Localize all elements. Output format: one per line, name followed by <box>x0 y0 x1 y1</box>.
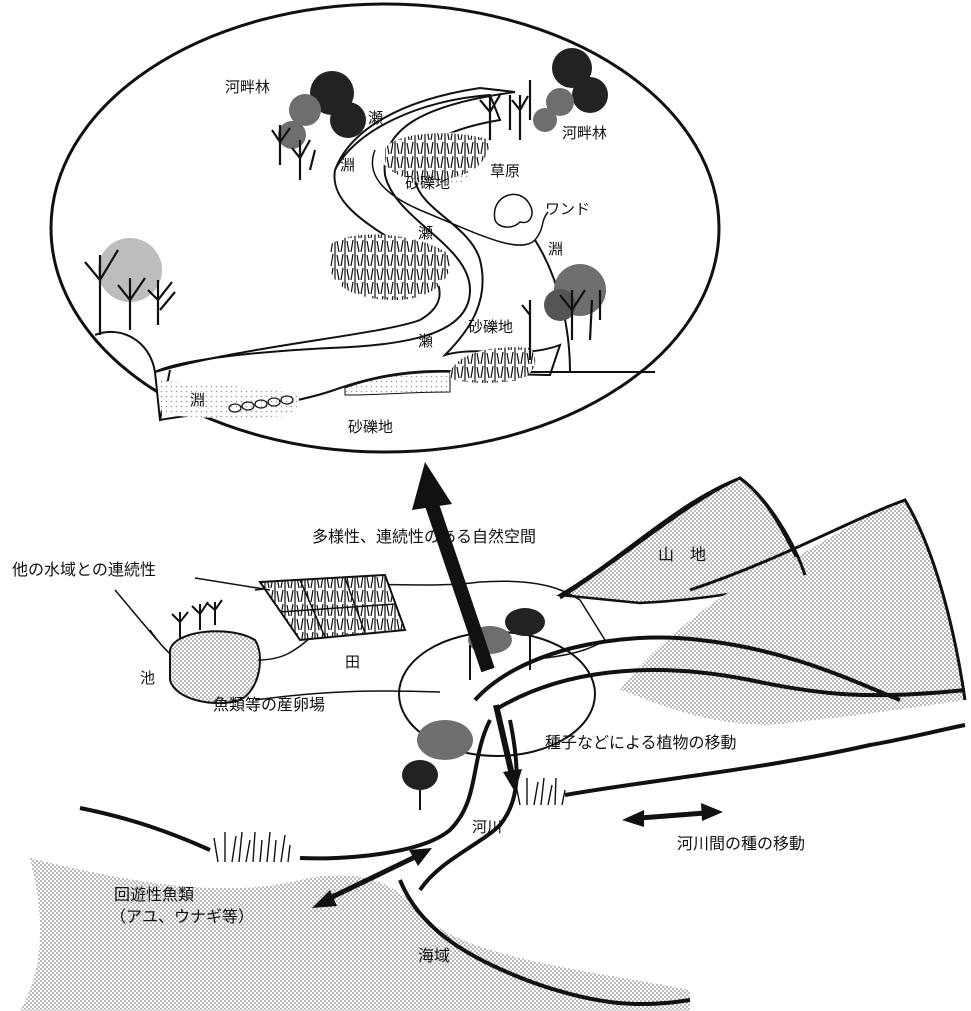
pond <box>170 631 260 703</box>
label-mountain: 山 地 <box>658 545 706 564</box>
label-paddy: 田 <box>345 653 360 671</box>
label-migratory-fish-examples: （アユ、ウナギ等） <box>110 907 254 926</box>
label-spawning-ground: 魚類等の産卵場 <box>213 695 325 714</box>
label-seed-movement: 種子などによる植物の移動 <box>545 733 737 752</box>
label-pond: 池 <box>140 669 155 687</box>
leader-pond <box>115 590 157 640</box>
label-migratory-fish: 回遊性魚類 <box>114 885 194 904</box>
seed-arrow <box>496 705 522 792</box>
label-riparian-forest-left: 河畔林 <box>225 78 270 96</box>
reeds <box>214 778 565 862</box>
sea-area <box>20 858 690 1011</box>
label-pool-left-upper: 淵 <box>340 156 355 174</box>
label-gravel-bar-upper: 砂礫地 <box>405 174 450 192</box>
leader-paddy <box>195 578 270 590</box>
label-rapids-top: 瀬 <box>368 109 383 127</box>
label-river: 河川 <box>472 818 502 836</box>
label-rapids-middle: 瀬 <box>418 224 433 242</box>
label-pool-right: 淵 <box>548 240 563 258</box>
label-continuity-other-waters: 他の水域との連続性 <box>12 560 156 579</box>
label-grassland: 草原 <box>490 162 520 180</box>
species-double-arrow <box>622 803 723 827</box>
label-riparian-forest-right: 河畔林 <box>562 124 607 142</box>
label-rapids-lower: 瀬 <box>418 332 433 350</box>
label-pool-lower-left: 淵 <box>190 391 205 409</box>
label-wando: ワンド <box>545 200 590 218</box>
label-diverse-space: 多様性、連続性のある自然空間 <box>312 527 536 546</box>
wando-bay <box>494 194 532 227</box>
paddy-field <box>260 575 405 640</box>
label-species-movement: 河川間の種の移動 <box>677 834 805 853</box>
label-gravel-bar-bottom: 砂礫地 <box>348 418 393 436</box>
label-gravel-bar-right: 砂礫地 <box>468 318 513 336</box>
label-sea: 海域 <box>418 946 450 965</box>
